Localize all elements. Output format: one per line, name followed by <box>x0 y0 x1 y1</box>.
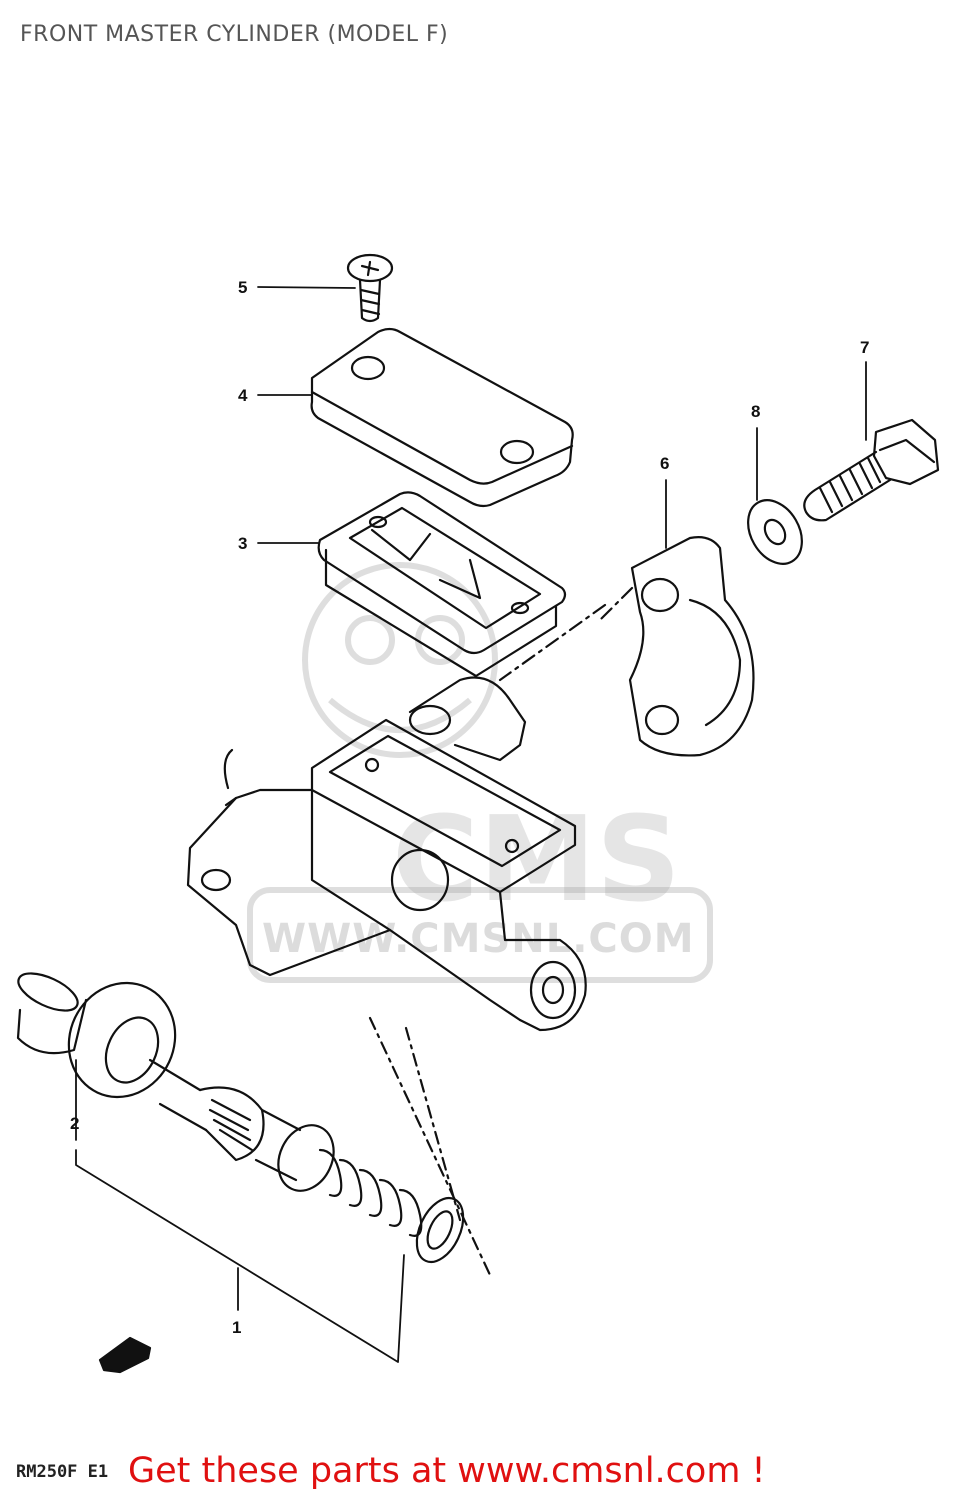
assembly-lines <box>368 1016 492 1277</box>
callout-6: 6 <box>660 454 670 473</box>
callout-5: 5 <box>238 278 248 297</box>
callout-1: 1 <box>232 1318 242 1337</box>
part-1-spring <box>318 1148 465 1264</box>
part-5-screw <box>346 253 394 323</box>
callout-3: 3 <box>238 534 248 553</box>
master-cylinder-body <box>186 676 587 1032</box>
part-7-bolt <box>803 418 940 522</box>
diagram-title: FRONT MASTER CYLINDER (MODEL F) <box>20 22 449 47</box>
callout-4: 4 <box>238 386 248 405</box>
callout-7: 7 <box>860 338 870 357</box>
callout-2: 2 <box>70 1114 80 1133</box>
forward-arrow-icon <box>98 1336 152 1374</box>
leader-lines <box>75 286 867 1363</box>
part-8-washer <box>747 499 803 565</box>
part-4-cap <box>310 327 574 508</box>
part-6-clamp <box>498 536 755 757</box>
watermark-rider <box>247 562 713 983</box>
part-2-piston-set <box>16 972 335 1192</box>
promo-banner-link[interactable]: Get these parts at www.cmsnl.com ! <box>128 1451 766 1491</box>
model-code: RM250F E1 <box>16 1462 109 1482</box>
watermark-url: WWW.CMSNL.COM <box>262 916 695 962</box>
callout-8: 8 <box>751 402 761 421</box>
part-3-diaphragm <box>317 491 567 678</box>
